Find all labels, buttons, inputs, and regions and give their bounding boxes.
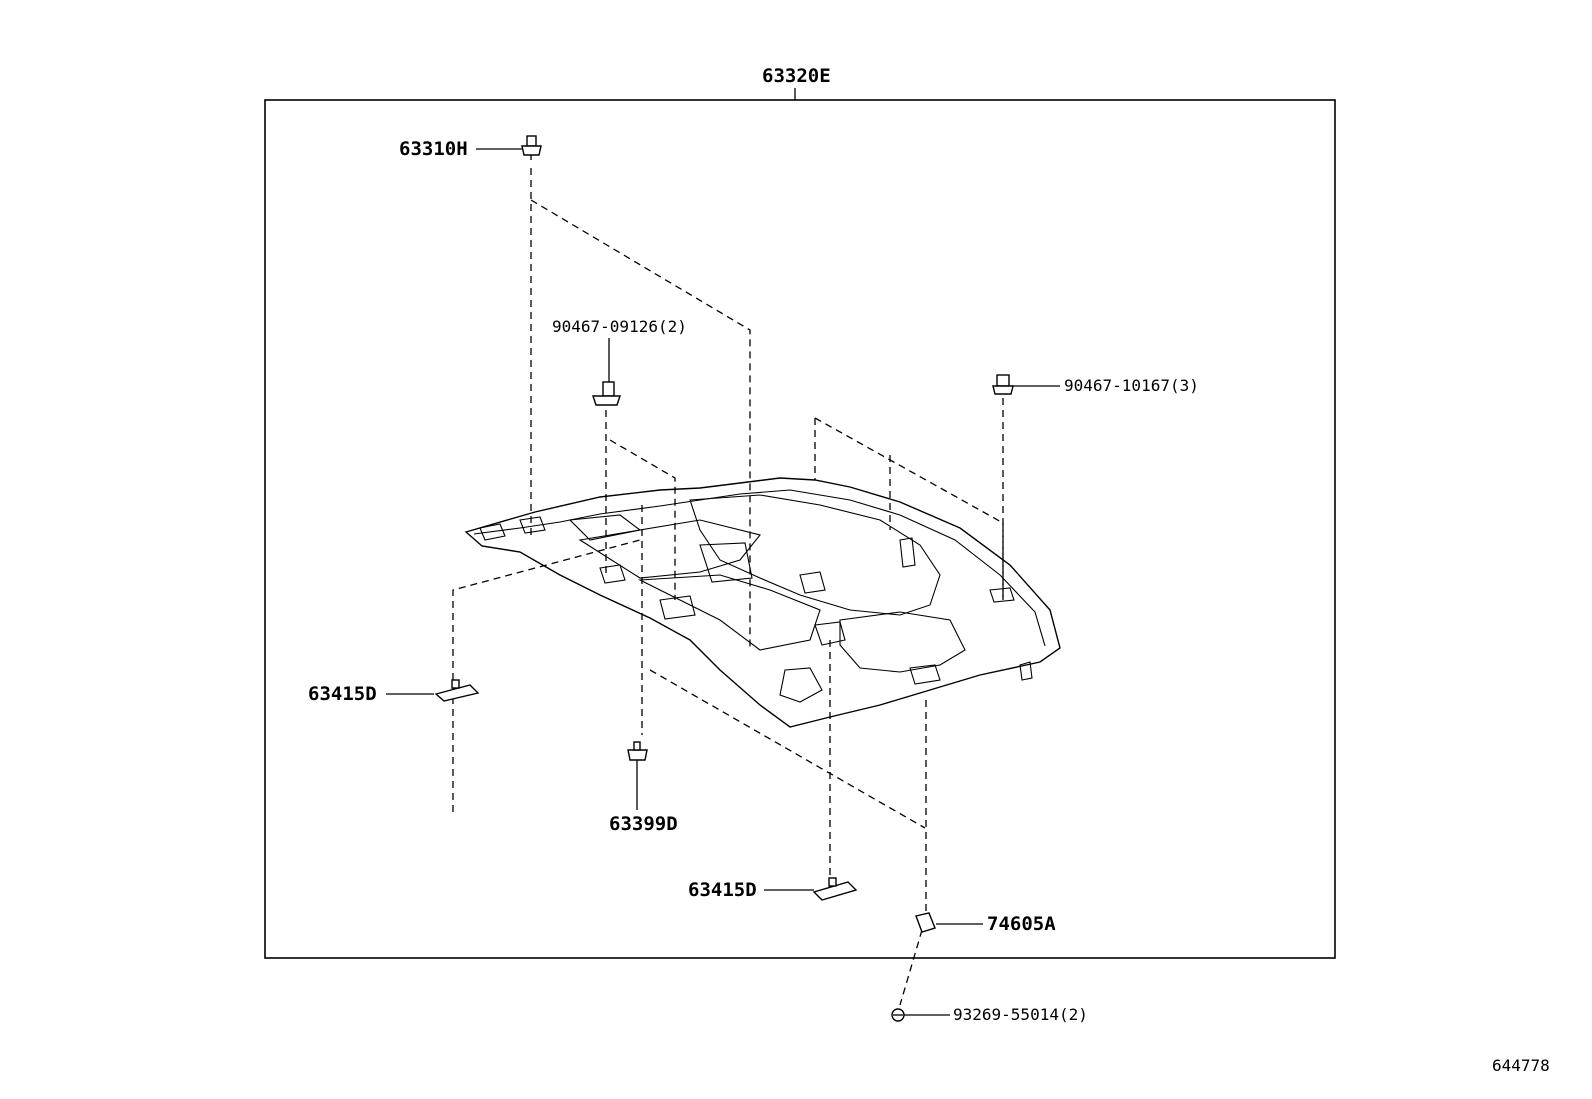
figure-number: 644778 (1492, 1056, 1550, 1075)
screw-93269-55014-part (891, 1008, 905, 1022)
clip-63399D-part (627, 741, 648, 761)
assembly-frame (264, 99, 1336, 959)
clip-90467-10167-part (992, 374, 1014, 395)
bracket-63415D-left-part (434, 679, 480, 702)
label-93269-55014: 93269-55014(2) (953, 1005, 1088, 1024)
label-63399D: 63399D (609, 813, 678, 835)
headliner-panel (464, 477, 1061, 728)
label-90467-09126: 90467-09126(2) (552, 317, 687, 336)
bracket-63415D-bottom-part (812, 877, 858, 901)
label-63310H: 63310H (399, 138, 468, 160)
clip-63310H-part (521, 135, 542, 160)
label-63415D-bottom: 63415D (688, 879, 757, 901)
alignment-lines (452, 168, 1004, 1006)
label-74605A: 74605A (987, 913, 1056, 935)
clip-74605A-part (915, 912, 936, 933)
label-90467-10167: 90467-10167(3) (1064, 376, 1199, 395)
label-63415D-left: 63415D (308, 683, 377, 705)
clip-90467-09126-part (592, 381, 621, 406)
assembly-label: 63320E (762, 65, 831, 87)
